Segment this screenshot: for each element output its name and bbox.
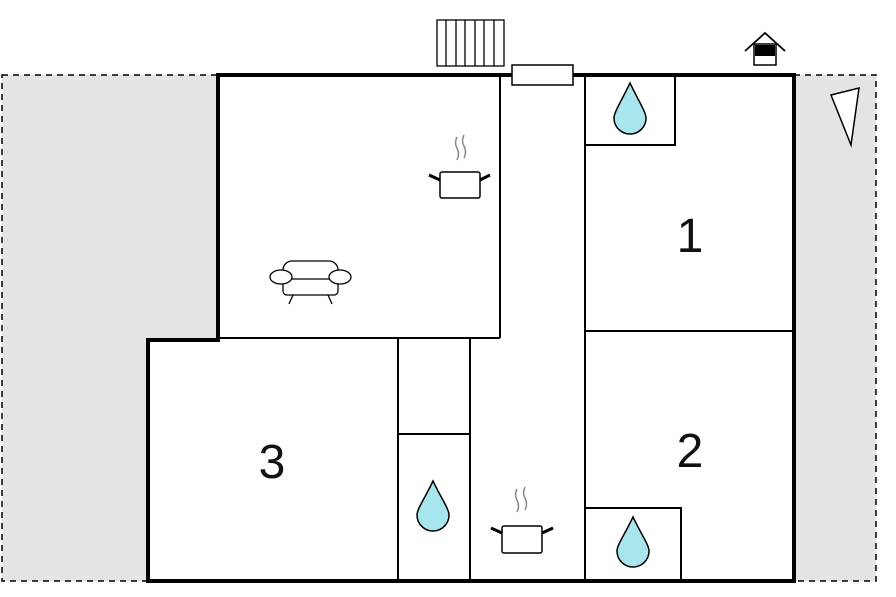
water-drop-icon	[416, 479, 450, 532]
exterior-walls	[146, 73, 796, 583]
interior-walls	[218, 74, 794, 582]
room-number-2: 2	[677, 425, 704, 478]
room-number-1: 1	[677, 210, 704, 263]
entrance-door	[511, 64, 574, 86]
terrace-right	[793, 74, 877, 582]
house-icon	[744, 31, 786, 66]
sofa-icon	[269, 260, 352, 305]
water-drop-icon	[613, 81, 647, 135]
radiator-icon	[436, 19, 505, 67]
cooking-pot-icon	[490, 486, 554, 554]
floor-area	[148, 75, 794, 581]
north-arrow-icon	[829, 87, 860, 148]
outdoor-areas	[1, 74, 877, 582]
water-drop-icon	[616, 515, 650, 568]
room-number-3: 3	[259, 436, 286, 489]
cooking-pot-icon	[428, 134, 491, 199]
